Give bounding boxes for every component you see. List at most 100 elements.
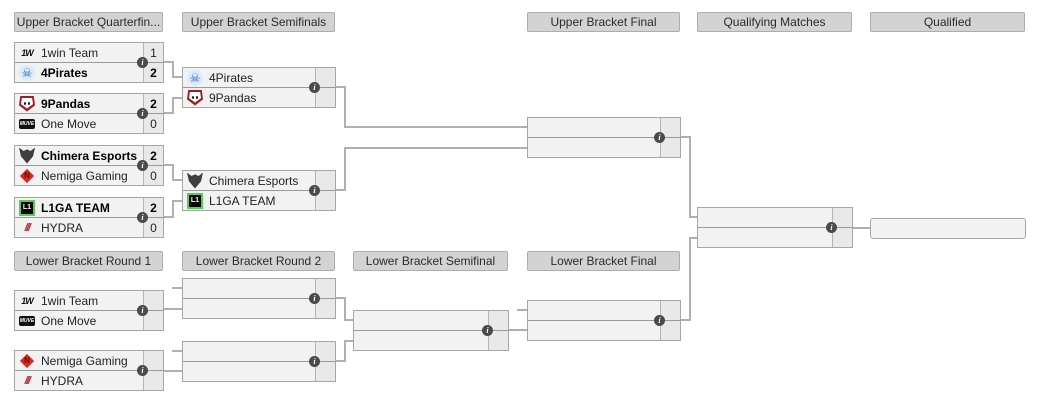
match-lb-final [527,300,681,341]
team-score [315,171,335,190]
match-info-icon[interactable] [137,305,148,316]
match-info-icon[interactable] [309,82,320,93]
connector-line [336,360,346,362]
4pirates-logo-icon [187,69,203,86]
team-name: HYDRA [41,373,84,388]
match-lb-semifinal [353,310,509,351]
match-info-icon[interactable] [654,315,665,326]
match-lb-r2-m1 [182,278,336,319]
match-info-icon[interactable] [654,132,665,143]
connector-line [164,112,174,114]
header-lb-round2: Lower Bracket Round 2 [182,251,335,271]
onemove-logo-icon [19,118,35,129]
match-ub-qf4: L1GA TEAM 2 HYDRA 0 [14,197,164,238]
team-row [698,228,852,247]
header-lb-semifinal: Lower Bracket Semifinal [353,251,508,271]
onemove-logo-icon [19,315,35,326]
team-score [488,311,508,330]
team-row: Chimera Esports 2 [15,146,163,166]
match-info-icon[interactable] [482,325,493,336]
connector-line [344,319,353,321]
match-info-icon[interactable] [826,222,837,233]
team-row [183,299,335,318]
connector-line [517,309,527,311]
team-name: 1win Team [41,45,99,60]
1win-logo-icon [19,293,35,309]
team-score: 0 [143,166,163,185]
connector-line [853,227,870,229]
chimera-logo-icon [19,147,35,164]
team-score [143,311,163,330]
match-info-icon[interactable] [309,185,320,196]
connector-line [344,340,346,362]
connector-line [344,147,346,191]
team-row: HYDRA 0 [15,218,163,237]
match-info-icon[interactable] [137,365,148,376]
team-name: L1GA TEAM [209,193,276,208]
team-score [315,279,335,298]
connector-line [681,136,691,138]
team-name: 9Pandas [41,96,91,111]
team-row: HYDRA [15,371,163,390]
l1ga-logo-icon [187,192,203,209]
team-score [315,342,335,361]
team-row [528,301,680,321]
team-name: Nemiga Gaming [41,168,128,183]
team-row: 4Pirates [183,68,335,88]
team-name: 4Pirates [209,70,254,85]
header-qualifying-matches: Qualifying Matches [697,12,852,32]
match-lb-r1-m2: Nemiga Gaming HYDRA [14,350,164,391]
team-row: L1GA TEAM [183,191,335,210]
team-score [832,208,852,227]
team-row: 1win Team 1 [15,43,163,63]
qualified-slot [870,218,1026,239]
connector-line [172,97,182,99]
header-ub-semifinals: Upper Bracket Semifinals [182,12,335,32]
team-row: Nemiga Gaming 0 [15,166,163,185]
team-score: 2 [143,94,163,113]
match-info-icon[interactable] [137,212,148,223]
connector-line [509,329,527,331]
team-score: 0 [143,114,163,133]
connector-line [344,297,346,321]
team-score [315,362,335,381]
match-info-icon[interactable] [137,160,148,171]
connector-line [164,308,182,310]
team-name: 1win Team [41,293,99,308]
team-name: Nemiga Gaming [41,353,128,368]
header-ub-final: Upper Bracket Final [527,12,680,32]
match-ub-qf3: Chimera Esports 2 Nemiga Gaming 0 [14,145,164,186]
connector-line [172,61,174,78]
connector-line [689,237,697,239]
header-qualified: Qualified [870,12,1025,32]
team-row [528,118,680,138]
team-row: 9Pandas [183,88,335,107]
connector-line [172,200,174,218]
team-score: 2 [143,146,163,165]
team-row: One Move 0 [15,114,163,133]
team-row [354,311,508,331]
match-info-icon[interactable] [137,57,148,68]
team-name: 9Pandas [209,90,257,105]
9pandas-logo-icon [187,89,203,106]
team-score [660,321,680,340]
team-score [660,301,680,320]
header-ub-quarterfinals: Upper Bracket Quarterfin... [14,12,163,32]
connector-line [164,61,174,63]
team-row: L1GA TEAM 2 [15,198,163,218]
team-row [354,331,508,350]
team-row [698,208,852,228]
connector-line [172,200,182,202]
match-info-icon[interactable] [137,108,148,119]
match-info-icon[interactable] [309,356,320,367]
connector-line [172,76,182,78]
team-score [143,351,163,370]
connector-line [689,136,691,218]
hydra-logo-icon [19,220,35,236]
team-name: One Move [41,313,97,328]
match-info-icon[interactable] [309,293,320,304]
1win-logo-icon [19,45,35,61]
team-score [315,88,335,107]
team-score [660,138,680,157]
